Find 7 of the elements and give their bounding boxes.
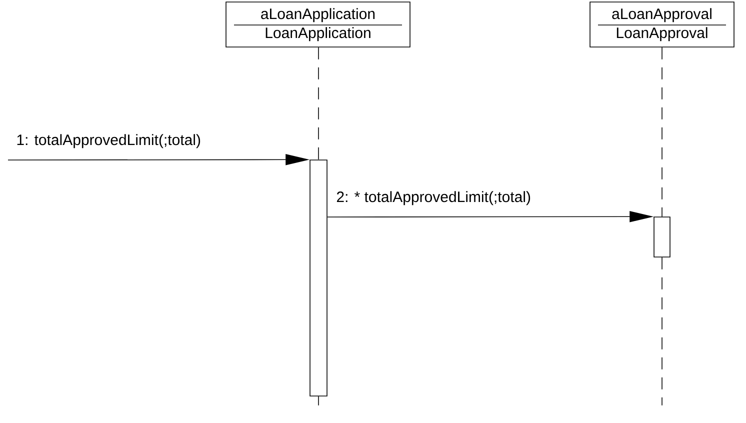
lifeline xyxy=(318,47,319,160)
object-box: aLoanApproval LoanApproval xyxy=(590,2,734,48)
activation-bar xyxy=(654,216,670,258)
object-box: aLoanApplication LoanApplication xyxy=(226,2,410,48)
activation-bar xyxy=(310,160,328,396)
edge-label: 2: * totalApprovedLimit(;total) xyxy=(335,190,532,206)
edge-label: 1: totalApprovedLimit(;total) xyxy=(15,133,202,150)
